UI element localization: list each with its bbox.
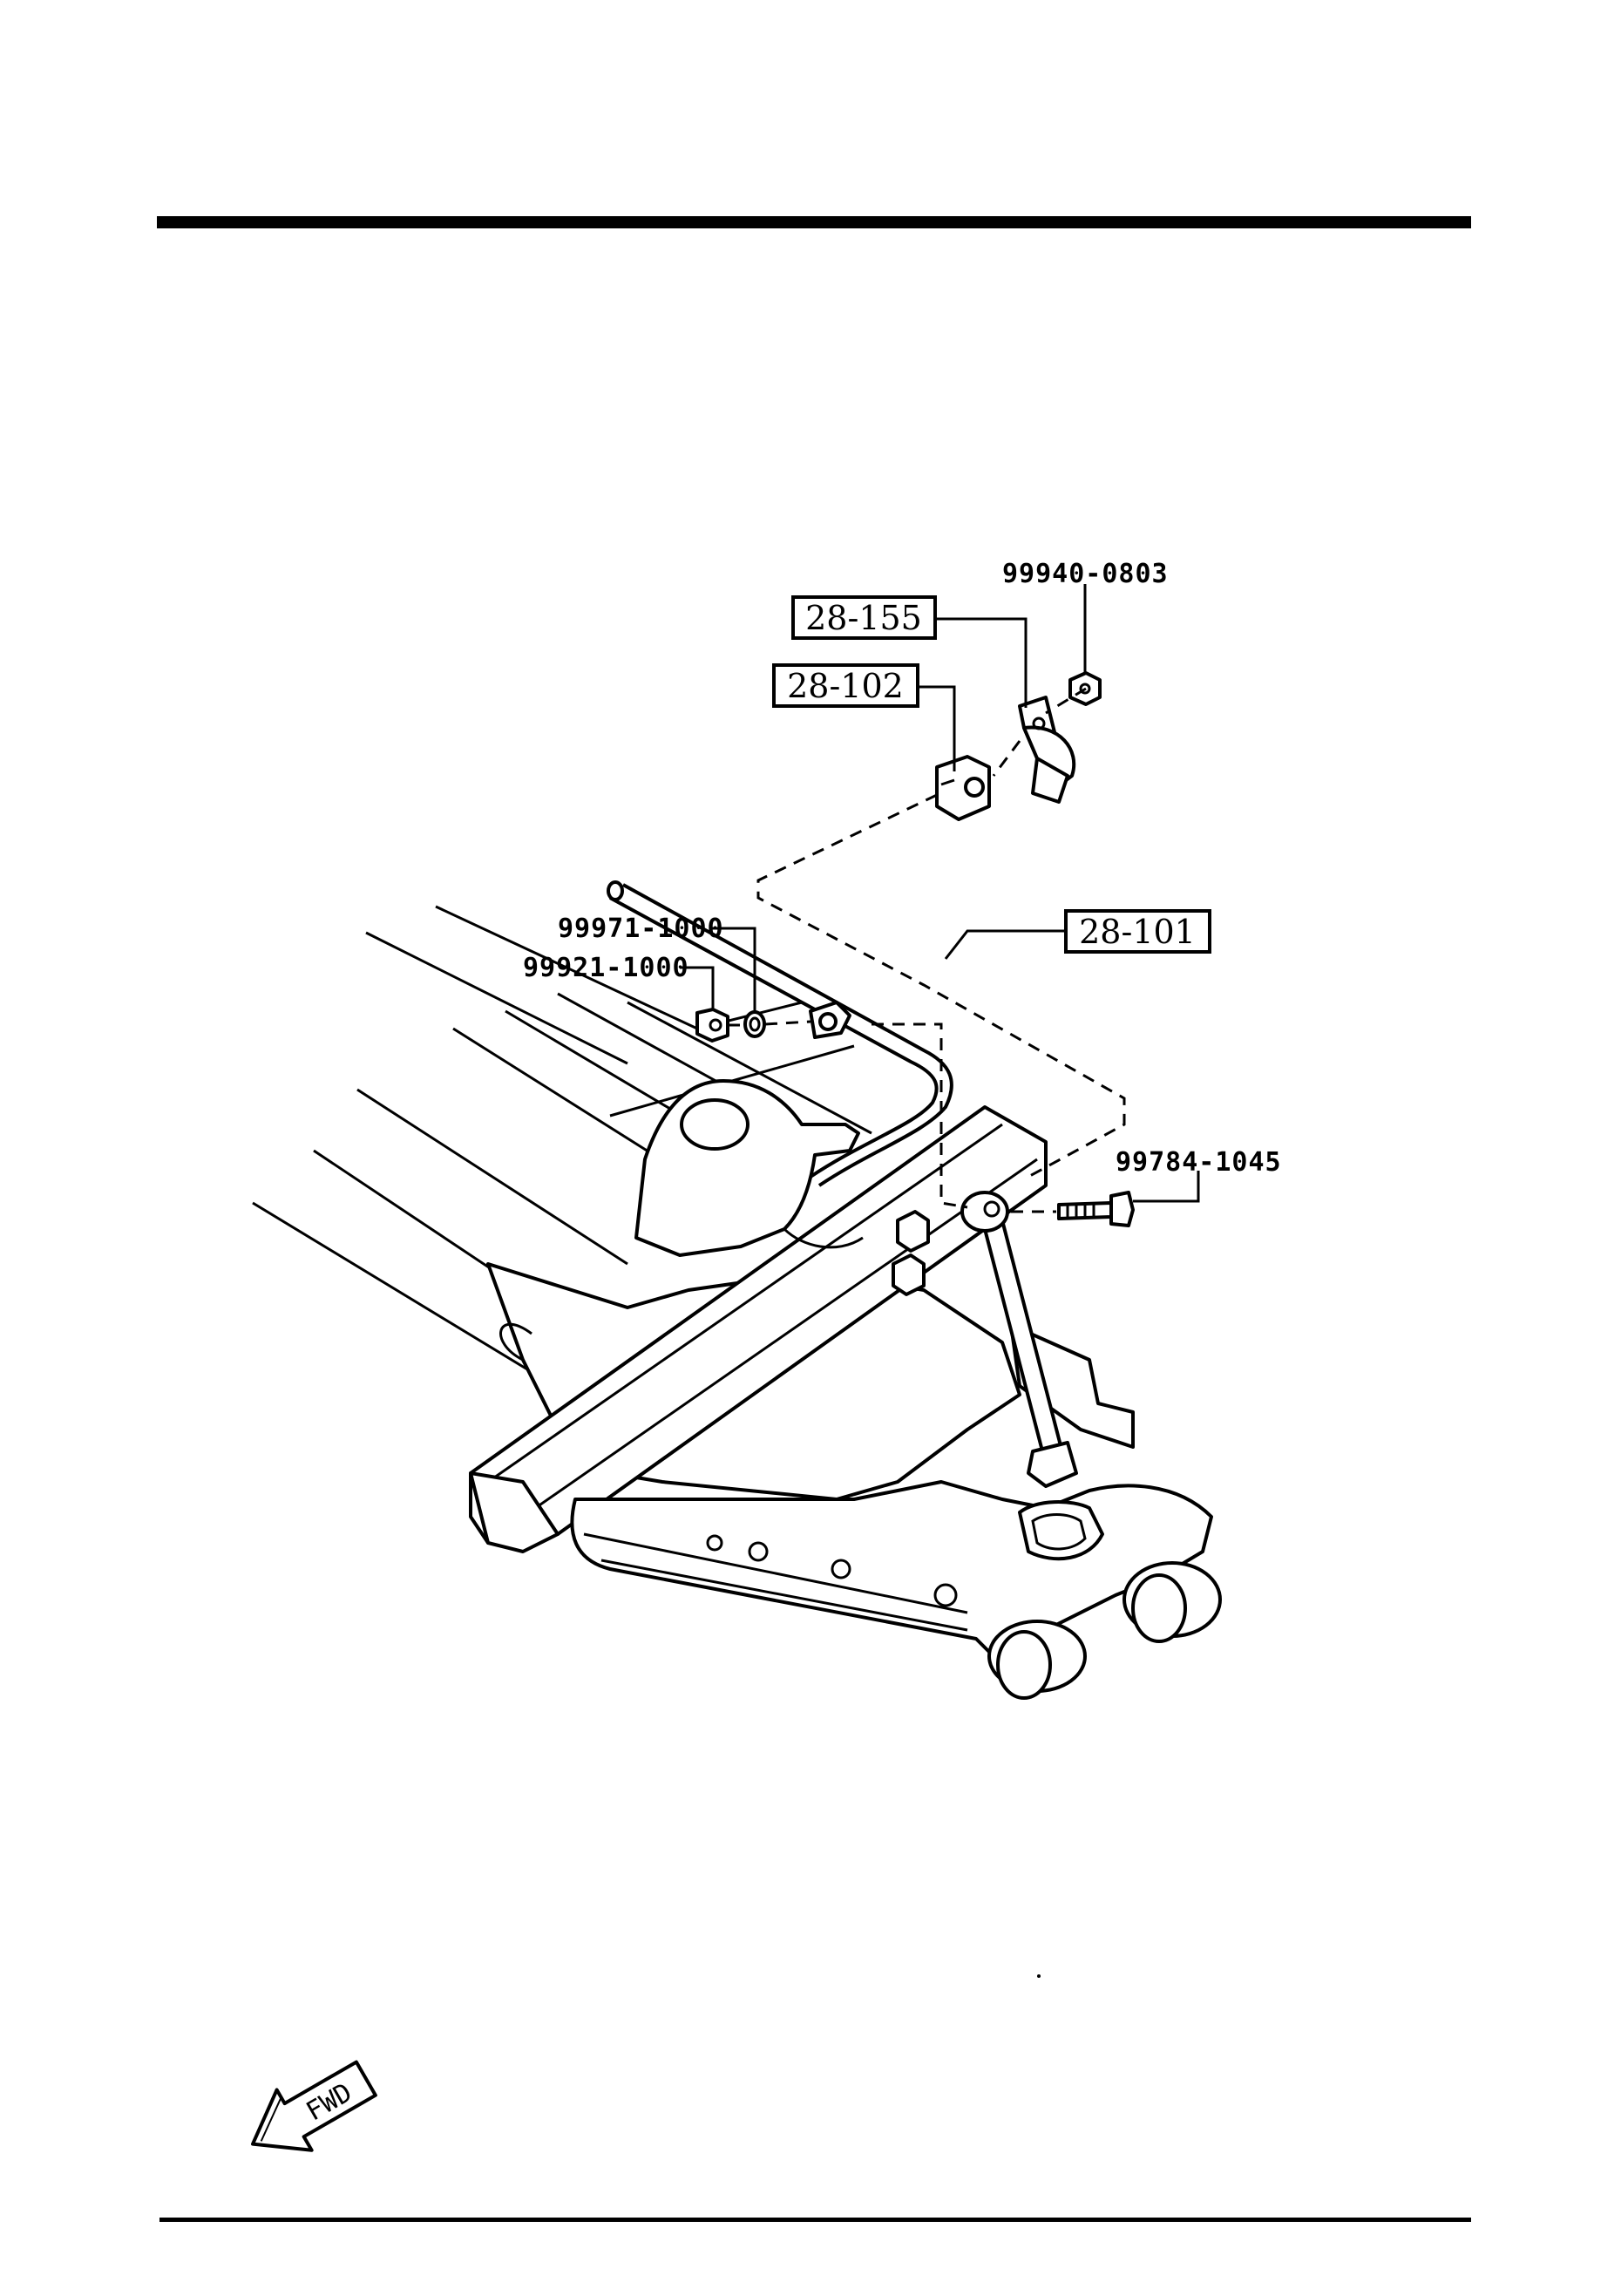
- frame-bolt-upper: [896, 1210, 930, 1253]
- leader-lines: [680, 584, 1200, 1203]
- stabilizer-link: [960, 1191, 1078, 1488]
- label-99784-1045: 99784-1045: [1116, 1147, 1282, 1178]
- label-99940-0803: 99940-0803: [1002, 559, 1169, 589]
- callout-label-28-101: 28-101: [1079, 913, 1196, 951]
- stabilizer-bracket: [1018, 696, 1076, 804]
- nut-99921-1000: [695, 1008, 729, 1043]
- footer-rule: [159, 2218, 1471, 2222]
- callout-label-28-155: 28-155: [805, 599, 922, 637]
- label-99971-1000: 99971-1000: [558, 914, 724, 944]
- header-rule: [157, 216, 1471, 228]
- arm-bushing-rear: [1122, 1561, 1222, 1643]
- washer-99971-1000: [743, 1010, 766, 1038]
- callout-label-28-102: 28-102: [787, 667, 904, 705]
- callout-28-102: 28-102: [772, 663, 919, 708]
- callout-28-155: 28-155: [791, 595, 937, 640]
- arm-bushing-front: [987, 1620, 1087, 1700]
- stray-dot: [1037, 1974, 1041, 1978]
- label-99921-1000: 99921-1000: [523, 953, 689, 983]
- stabilizer-bar-end-eye: [809, 1001, 851, 1039]
- bolt-99784-1045: [1057, 1191, 1135, 1227]
- stabilizer-bushing: [935, 755, 991, 821]
- fwd-arrow-icon: FWD: [251, 2060, 377, 2152]
- subframe-crossmember: [252, 905, 1048, 1553]
- lower-control-arm: [570, 1480, 1222, 1700]
- callout-28-101: 28-101: [1064, 909, 1211, 954]
- assembly-dashed-lines: [728, 687, 1126, 1213]
- frame-bolt-lower: [892, 1253, 926, 1296]
